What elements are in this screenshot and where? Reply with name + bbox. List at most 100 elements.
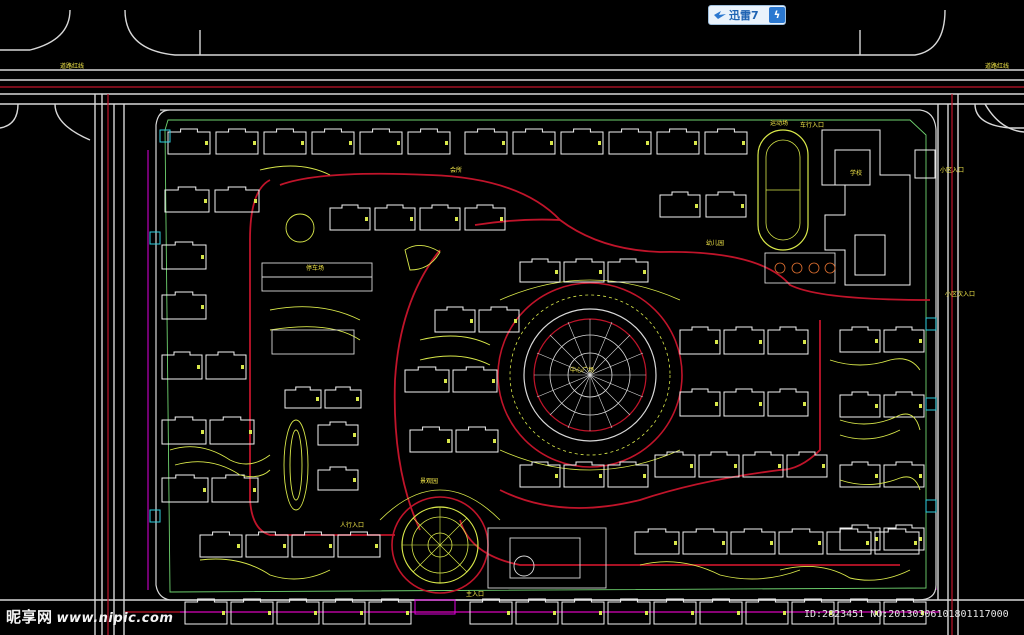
- building-marker: [360, 611, 363, 615]
- building-marker: [356, 397, 359, 401]
- building-block: [209, 416, 255, 445]
- building-block: [607, 461, 649, 488]
- building-block: [826, 528, 872, 555]
- building-marker: [691, 611, 694, 615]
- building-block: [291, 531, 335, 558]
- label-entrance-right: 小区入口: [940, 166, 964, 174]
- building-block: [464, 204, 506, 231]
- building-block: [215, 128, 259, 155]
- building-marker: [737, 611, 740, 615]
- building-block: [767, 388, 809, 417]
- building-marker: [375, 544, 378, 548]
- building-block: [839, 326, 881, 353]
- building-marker: [919, 404, 922, 408]
- building-block: [723, 326, 765, 355]
- building-marker: [444, 379, 447, 383]
- building-block: [164, 186, 210, 213]
- building-marker: [674, 541, 677, 545]
- building-block: [276, 598, 320, 625]
- label-kindergarten: 幼儿园: [706, 239, 724, 247]
- building-marker: [822, 464, 825, 468]
- building-marker: [875, 537, 878, 541]
- building-marker: [914, 541, 917, 545]
- building-marker: [803, 340, 806, 344]
- building-block: [883, 461, 925, 488]
- building-block: [337, 531, 381, 558]
- building-block: [563, 461, 605, 488]
- building-block: [742, 451, 784, 478]
- thunder-bird-icon: [714, 11, 726, 19]
- building-marker: [715, 340, 718, 344]
- building-marker: [646, 141, 649, 145]
- watermark-id: ID:2823451 NO:20130306101801117000: [804, 609, 1009, 620]
- building-block: [329, 204, 371, 231]
- sports-field: [757, 129, 836, 284]
- building-marker: [353, 478, 356, 482]
- label-sports-field: 运动场: [770, 119, 788, 127]
- label-parking: 停车场: [306, 264, 324, 272]
- building-block: [519, 461, 561, 488]
- building-block: [478, 306, 520, 333]
- building-marker: [365, 217, 368, 221]
- building-marker: [253, 141, 256, 145]
- app-badge[interactable]: 迅雷7 ϟ: [708, 5, 786, 25]
- building-block: [515, 598, 559, 625]
- building-marker: [770, 541, 773, 545]
- bolt-icon: ϟ: [769, 7, 785, 23]
- building-block: [161, 241, 207, 270]
- building-block: [837, 598, 881, 625]
- building-block: [184, 598, 228, 625]
- building-block: [464, 128, 508, 155]
- building-marker: [249, 430, 252, 434]
- building-marker: [201, 430, 204, 434]
- building-marker: [690, 464, 693, 468]
- building-block: [778, 528, 824, 555]
- building-marker: [301, 141, 304, 145]
- label-entrance-right2: 小区次入口: [945, 290, 975, 298]
- building-marker: [283, 544, 286, 548]
- building-marker: [875, 339, 878, 343]
- label-garden: 景观园: [420, 478, 438, 485]
- building-block: [512, 128, 556, 155]
- building-block: [698, 451, 740, 478]
- building-block: [469, 598, 513, 625]
- building-block: [161, 291, 207, 320]
- building-block: [791, 598, 835, 625]
- building-marker: [919, 339, 922, 343]
- building-block: [161, 474, 209, 503]
- parking-areas: [261, 262, 607, 589]
- residential-buildings: [161, 128, 927, 625]
- building-marker: [694, 141, 697, 145]
- building-marker: [550, 141, 553, 145]
- building-marker: [803, 402, 806, 406]
- building-block: [214, 186, 260, 213]
- label-entrance-top: 车行入口: [800, 121, 824, 129]
- building-block: [563, 258, 605, 283]
- building-marker: [470, 319, 473, 323]
- building-marker: [643, 270, 646, 274]
- building-marker: [502, 141, 505, 145]
- building-marker: [921, 611, 924, 615]
- building-block: [205, 351, 247, 380]
- building-marker: [397, 141, 400, 145]
- building-marker: [778, 464, 781, 468]
- building-marker: [492, 379, 495, 383]
- label-entrance-bottom2: 主入口: [466, 590, 484, 598]
- building-marker: [514, 319, 517, 323]
- building-block: [211, 474, 259, 503]
- building-marker: [599, 474, 602, 478]
- entrance-markers: [149, 129, 937, 615]
- building-marker: [741, 204, 744, 208]
- building-block: [767, 326, 809, 355]
- building-block: [322, 598, 366, 625]
- building-marker: [553, 611, 556, 615]
- building-marker: [203, 488, 206, 492]
- app-badge-label: 迅雷7: [729, 9, 759, 22]
- building-marker: [598, 141, 601, 145]
- building-marker: [201, 305, 204, 309]
- building-block: [699, 598, 743, 625]
- building-marker: [316, 397, 319, 401]
- building-marker: [254, 199, 257, 203]
- building-block: [653, 598, 697, 625]
